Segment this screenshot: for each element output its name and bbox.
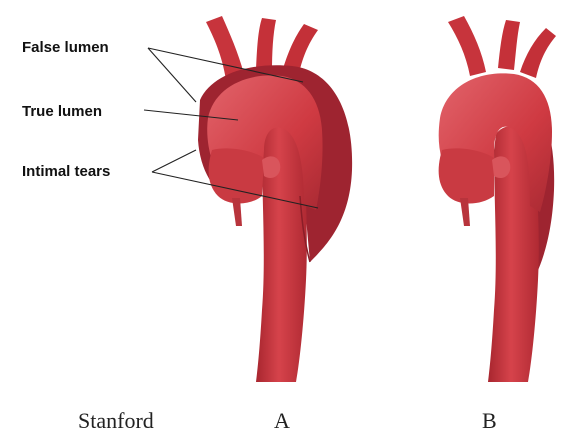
leader-intimal-tear-1	[152, 150, 196, 172]
branch-vessel-b1	[448, 16, 486, 76]
branch-vessel-b3	[520, 28, 556, 78]
caption-type-a: A	[274, 408, 290, 433]
branch-vessel-a2	[256, 18, 276, 72]
ascending-aorta-a	[209, 148, 264, 203]
label-false-lumen: False lumen	[22, 39, 109, 56]
coronary-bump-b	[492, 156, 510, 178]
caption-type-b: B	[482, 408, 497, 433]
aorta-type-b	[439, 16, 556, 382]
label-intimal-tears: Intimal tears	[22, 163, 110, 180]
branch-vessel-b2	[498, 20, 520, 70]
leader-false-lumen-2	[148, 48, 196, 102]
caption-stanford: Stanford	[78, 408, 154, 433]
ascending-aorta-b	[439, 148, 494, 203]
coronary-bump-a	[262, 156, 280, 178]
label-true-lumen: True lumen	[22, 103, 102, 120]
branch-vessel-a1	[206, 16, 244, 80]
